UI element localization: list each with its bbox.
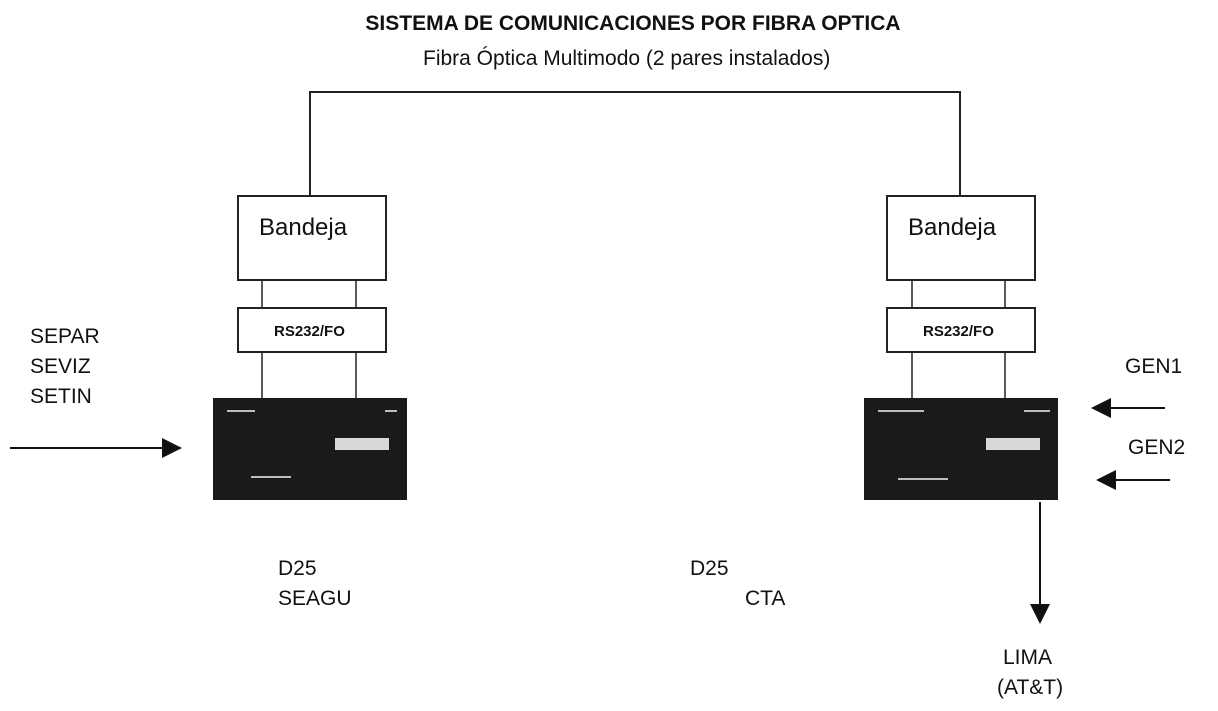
left-tray-box: Bandeja bbox=[237, 195, 387, 281]
left-converter-label: RS232/FO bbox=[274, 323, 345, 340]
right-device-display bbox=[986, 438, 1040, 450]
output-label-2: (AT&T) bbox=[997, 676, 1064, 699]
left-d25-device bbox=[213, 398, 407, 500]
center-site-name: CTA bbox=[745, 587, 786, 610]
left-device-port-strip bbox=[251, 476, 291, 478]
right-converter-box: RS232/FO bbox=[886, 307, 1036, 353]
right-input-label-1: GEN1 bbox=[1125, 355, 1183, 378]
diagram-subtitle: Fibra Óptica Multimodo (2 pares instalad… bbox=[423, 47, 831, 70]
left-site-name: SEAGU bbox=[278, 587, 352, 610]
diagram-title: SISTEMA DE COMUNICACIONES POR FIBRA OPTI… bbox=[365, 12, 901, 35]
right-device-port-strip bbox=[898, 478, 948, 480]
right-tray-label: Bandeja bbox=[908, 214, 997, 241]
left-input-label-2: SEVIZ bbox=[30, 355, 91, 378]
fiber-optic-link bbox=[309, 91, 961, 195]
right-device-status-strip-2 bbox=[1024, 410, 1050, 412]
right-converter-label: RS232/FO bbox=[923, 323, 994, 340]
left-device-status-strip bbox=[227, 410, 255, 412]
right-d25-device bbox=[864, 398, 1058, 500]
left-input-label-3: SETIN bbox=[30, 385, 92, 408]
left-input-label-1: SEPAR bbox=[30, 325, 100, 348]
center-device-name: D25 bbox=[690, 557, 729, 580]
left-tray-label: Bandeja bbox=[259, 214, 348, 241]
left-converter-box: RS232/FO bbox=[237, 307, 387, 353]
right-device-status-strip bbox=[878, 410, 924, 412]
output-label-1: LIMA bbox=[1003, 646, 1053, 669]
left-device-display bbox=[335, 438, 389, 450]
right-tray-box: Bandeja bbox=[886, 195, 1036, 281]
right-input-label-2: GEN2 bbox=[1128, 436, 1186, 459]
left-device-status-strip-2 bbox=[385, 410, 397, 412]
left-device-name: D25 bbox=[278, 557, 317, 580]
